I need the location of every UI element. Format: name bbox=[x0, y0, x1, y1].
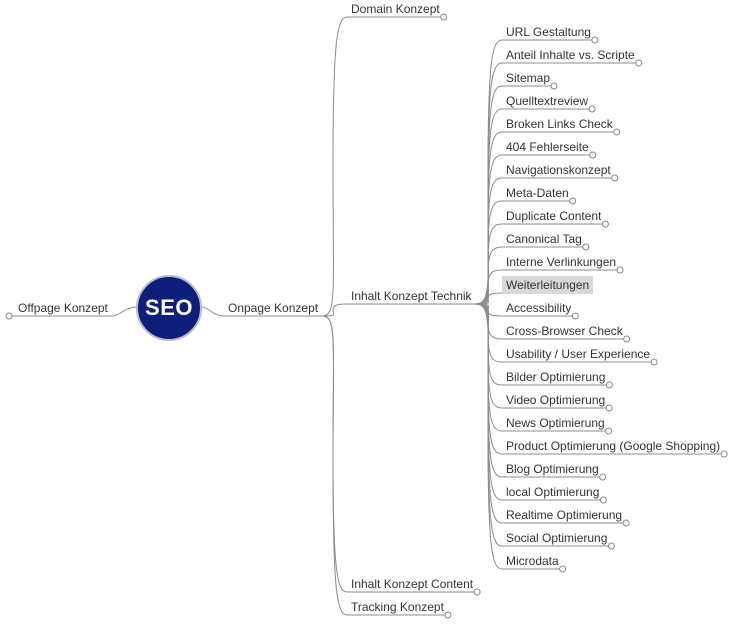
connector-technik-microdata bbox=[475, 303, 503, 570]
collapse-handle-microdata[interactable] bbox=[559, 565, 567, 573]
node-broken-links-check[interactable]: Broken Links Check bbox=[506, 117, 613, 131]
collapse-handle-inhalt-konzept-content[interactable] bbox=[473, 588, 481, 596]
collapse-handle-url-gestaltung[interactable] bbox=[591, 36, 599, 44]
node-anteil-inhalte-vs-scripte[interactable]: Anteil Inhalte vs. Scripte bbox=[506, 48, 635, 62]
collapse-handle-meta-daten[interactable] bbox=[569, 197, 577, 205]
collapse-handle-broken-links-check[interactable] bbox=[613, 128, 621, 136]
node-duplicate-content[interactable]: Duplicate Content bbox=[506, 209, 602, 223]
collapse-handle-realtime-optimierung[interactable] bbox=[622, 519, 630, 527]
node-canonical-tag[interactable]: Canonical Tag bbox=[506, 232, 582, 246]
node-product-optimierung-google-shopping[interactable]: Product Optimierung (Google Shopping) bbox=[506, 439, 721, 453]
node-navigationskonzept[interactable]: Navigationskonzept bbox=[506, 163, 611, 177]
node-offpage-konzept[interactable]: Offpage Konzept bbox=[18, 301, 108, 315]
collapse-handle-usability-user-experience[interactable] bbox=[650, 358, 658, 366]
collapse-handle-tracking-konzept[interactable] bbox=[444, 611, 452, 619]
connector-technik-weiterleitungen bbox=[475, 292, 503, 305]
collapse-handle-offpage-konzept[interactable] bbox=[5, 312, 13, 320]
connector-technik-canonical-tag bbox=[475, 246, 503, 305]
connector-root-onpage bbox=[199, 306, 225, 317]
node-local-optimierung[interactable]: local Optimierung bbox=[506, 485, 600, 499]
node-blog-optimierung[interactable]: Blog Optimierung bbox=[506, 462, 599, 476]
node-bilder-optimierung[interactable]: Bilder Optimierung bbox=[506, 370, 606, 384]
connector-onpage-tracking-konzept bbox=[322, 315, 348, 616]
node-onpage-konzept[interactable]: Onpage Konzept bbox=[228, 301, 319, 315]
node-realtime-optimierung[interactable]: Realtime Optimierung bbox=[506, 508, 623, 522]
node-inhalt-konzept-content[interactable]: Inhalt Konzept Content bbox=[351, 577, 474, 591]
collapse-handle-canonical-tag[interactable] bbox=[582, 243, 590, 251]
node-tracking-konzept[interactable]: Tracking Konzept bbox=[351, 600, 444, 614]
node-quelltextreview[interactable]: Quelltextreview bbox=[506, 94, 589, 108]
collapse-handle-duplicate-content[interactable] bbox=[601, 220, 609, 228]
collapse-handle-social-optimierung[interactable] bbox=[607, 542, 615, 550]
collapse-handle-domain-konzept[interactable] bbox=[440, 13, 448, 21]
collapse-handle-blog-optimierung[interactable] bbox=[599, 473, 607, 481]
connector-onpage-inhalt-konzept-technik bbox=[322, 303, 348, 317]
collapse-handle-cross-browser-check[interactable] bbox=[623, 335, 631, 343]
node-accessibility[interactable]: Accessibility bbox=[506, 301, 572, 315]
node-social-optimierung[interactable]: Social Optimierung bbox=[506, 531, 608, 545]
collapse-handle-interne-verlinkungen[interactable] bbox=[616, 266, 624, 274]
node-microdata[interactable]: Microdata bbox=[506, 554, 559, 568]
node-news-optimierung[interactable]: News Optimierung bbox=[506, 416, 605, 430]
node-sitemap[interactable]: Sitemap bbox=[506, 71, 551, 85]
root-node-seo[interactable]: SEO bbox=[136, 275, 202, 341]
node-interne-verlinkungen[interactable]: Interne Verlinkungen bbox=[506, 255, 617, 269]
collapse-handle-bilder-optimierung[interactable] bbox=[605, 381, 613, 389]
collapse-handle-anteil-inhalte-vs-scripte[interactable] bbox=[635, 59, 643, 67]
collapse-handle-404-fehlerseite[interactable] bbox=[589, 151, 597, 159]
node-url-gestaltung[interactable]: URL Gestaltung bbox=[506, 25, 591, 39]
connector-technik-interne-verlinkungen bbox=[475, 269, 503, 305]
connector-onpage-domain-konzept bbox=[322, 16, 348, 317]
collapse-handle-product-optimierung-google-shopping[interactable] bbox=[720, 450, 728, 458]
node-meta-daten[interactable]: Meta-Daten bbox=[506, 186, 569, 200]
collapse-handle-news-optimierung[interactable] bbox=[605, 427, 613, 435]
collapse-handle-quelltextreview[interactable] bbox=[588, 105, 596, 113]
node-usability-user-experience[interactable]: Usability / User Experience bbox=[506, 347, 651, 361]
root-label: SEO bbox=[145, 295, 193, 320]
collapse-handle-sitemap[interactable] bbox=[550, 82, 558, 90]
node-404-fehlerseite[interactable]: 404 Fehlerseite bbox=[506, 140, 589, 154]
collapse-handle-local-optimierung[interactable] bbox=[599, 496, 607, 504]
node-domain-konzept[interactable]: Domain Konzept bbox=[351, 2, 440, 16]
collapse-handle-navigationskonzept[interactable] bbox=[611, 174, 619, 182]
node-inhalt-konzept-technik[interactable]: Inhalt Konzept Technik bbox=[351, 289, 472, 303]
node-weiterleitungen[interactable]: Weiterleitungen bbox=[502, 276, 594, 294]
node-video-optimierung[interactable]: Video Optimierung bbox=[506, 393, 606, 407]
node-cross-browser-check[interactable]: Cross-Browser Check bbox=[506, 324, 623, 338]
connector-root-offpage bbox=[111, 306, 137, 317]
collapse-handle-video-optimierung[interactable] bbox=[605, 404, 613, 412]
collapse-handle-accessibility[interactable] bbox=[571, 312, 579, 320]
